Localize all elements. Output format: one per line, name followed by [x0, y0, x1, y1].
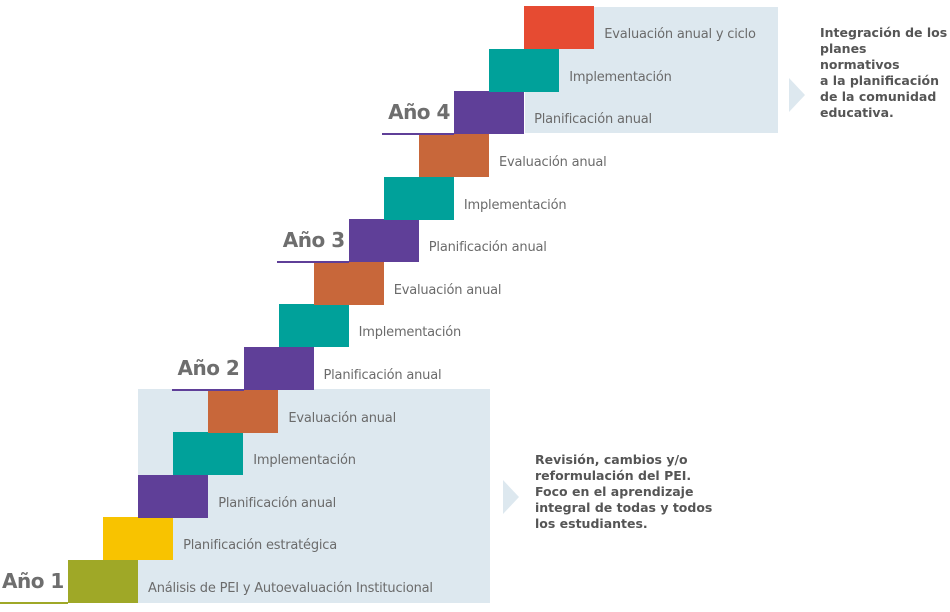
note-lower: Revisión, cambios y/o reformulación del … [535, 452, 712, 532]
step-block [313, 261, 384, 305]
year-label: Año 2 [177, 356, 240, 380]
chevron-right-icon [503, 480, 519, 514]
year-underline [0, 602, 68, 604]
note-line: de la comunidad [820, 89, 937, 104]
note-line: Revisión, cambios y/o [535, 452, 688, 467]
note-line: reformulación del PEI. [535, 468, 692, 483]
step-label: Implementación [463, 197, 567, 213]
step-label: Implementación [569, 69, 672, 85]
step-block [383, 176, 454, 220]
step-block [348, 219, 419, 263]
step-label: Implementación [358, 325, 462, 341]
year-label: Año 4 [388, 100, 450, 125]
step-block [138, 474, 209, 518]
note-line: integral de todas y todos [535, 500, 713, 515]
step-block [524, 6, 595, 50]
note-line: los estudiantes. [535, 516, 648, 531]
step-label: Planificación anual [218, 495, 337, 511]
step-label: Planificación anual [323, 368, 442, 383]
note-line: educativa. [820, 105, 894, 120]
step-label: Evaluación anual y ciclo [604, 27, 756, 43]
step-block [208, 389, 279, 433]
step-label: Análisis de PEI y Autoevaluación Institu… [148, 581, 433, 596]
note-line: Foco en el aprendizaje [535, 484, 694, 499]
step-block [243, 347, 314, 390]
step-block [68, 560, 138, 603]
step-label: Planificación estratégica [183, 538, 338, 554]
year-label: Año 3 [282, 228, 345, 253]
step-label: Evaluación anual [393, 282, 502, 298]
year-underline [382, 133, 455, 136]
note-line: a la planificación [820, 73, 940, 88]
chevron-right-icon [789, 78, 805, 112]
year-underline [276, 261, 349, 264]
step-block [278, 304, 349, 348]
step-label: Implementación [253, 453, 356, 469]
step-block [454, 91, 525, 135]
note-line: Integración de los [820, 25, 948, 40]
step-block [489, 48, 560, 92]
step-label: Evaluación anual [288, 410, 396, 426]
step-block [419, 134, 489, 177]
step-label: Planificación anual [428, 240, 547, 256]
year-underline [171, 389, 244, 391]
step-label: Evaluación anual [499, 155, 607, 170]
step-block [173, 432, 244, 476]
year-label: Año 1 [2, 569, 64, 593]
step-label: Planificación anual [534, 112, 652, 128]
note-line: planes normativos [820, 41, 900, 72]
step-block [103, 517, 174, 561]
note-upper: Integración de los planes normativos a l… [820, 25, 950, 121]
